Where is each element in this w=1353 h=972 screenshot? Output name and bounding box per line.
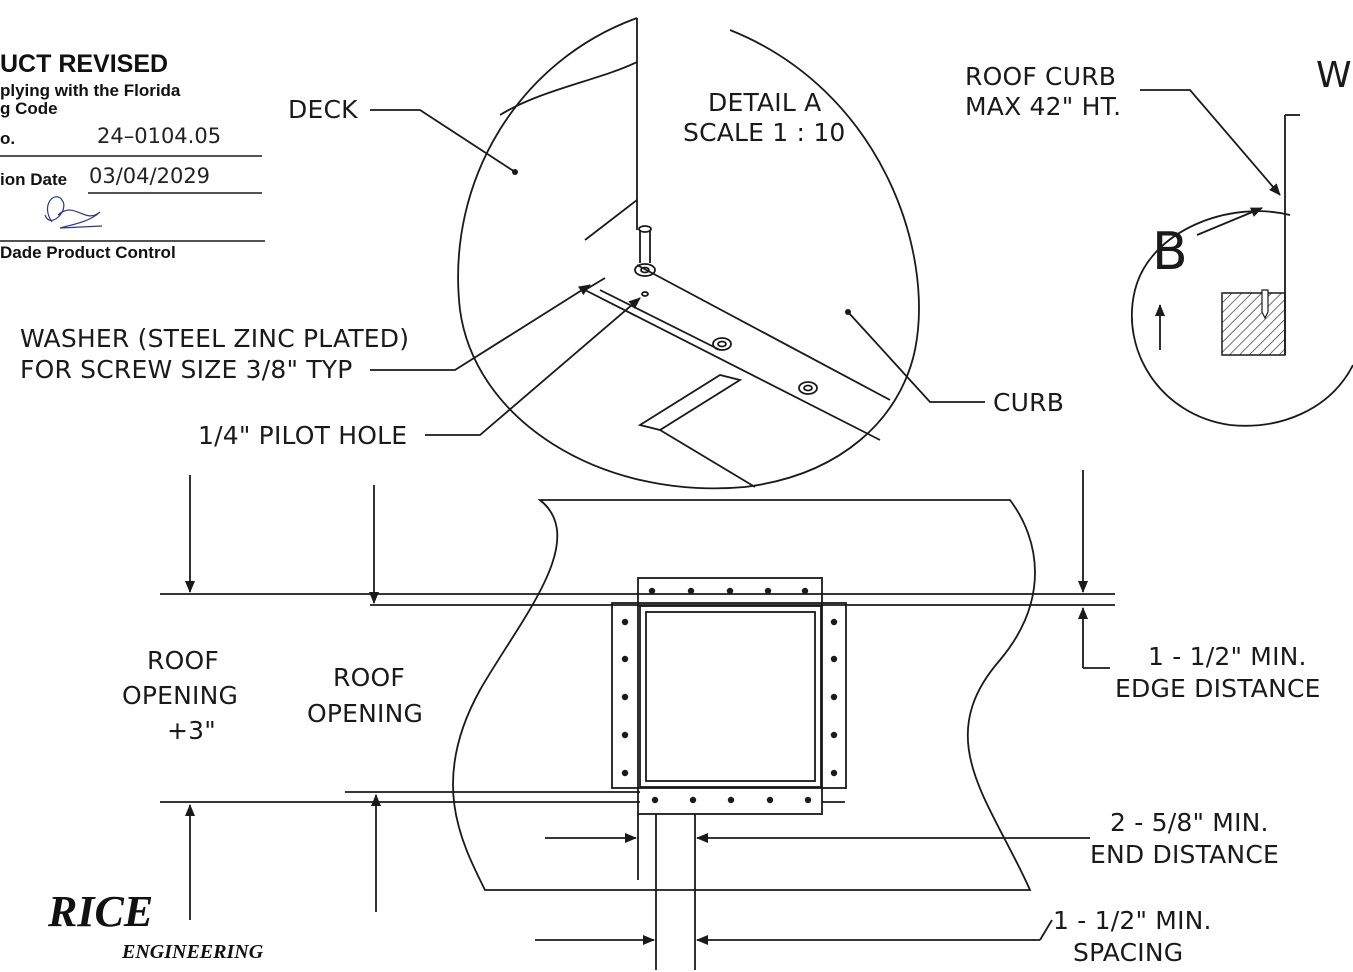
flange: [584, 199, 891, 441]
stamp-line2: g Code: [0, 99, 58, 118]
pilot-hole-label: 1/4" PILOT HOLE: [198, 421, 408, 450]
washer-label: WASHER (STEEL ZINC PLATED): [20, 324, 410, 353]
roof-opening-l1: ROOF: [333, 663, 405, 692]
end-distance-l1: 2 - 5/8" MIN.: [1110, 808, 1269, 837]
rice-logo: RICE: [48, 887, 154, 936]
stamp-exp-label: ion Date: [0, 170, 68, 189]
washer-label-2: FOR SCREW SIZE 3/8" TYP: [20, 355, 353, 384]
roof-curb-label: ROOF CURB: [965, 62, 1117, 91]
stamp-no-label: o.: [0, 129, 16, 148]
signature: [44, 196, 103, 229]
roof-opening-plus3-l1: ROOF: [147, 646, 219, 675]
end-distance-l2: END DISTANCE: [1090, 840, 1279, 869]
edge-distance-l1: 1 - 1/2" MIN.: [1148, 642, 1307, 671]
roof-curb-height: MAX 42" HT.: [965, 92, 1122, 121]
deck-plan-outline: [452, 499, 1036, 891]
stamp-line1: plying with the Florida: [0, 81, 181, 100]
detail-title: DETAIL A: [708, 88, 822, 117]
detail-scale: SCALE 1 : 10: [683, 118, 846, 147]
detail-a-circle: [457, 17, 920, 490]
stamp-no-value: 24–0104.05: [97, 124, 222, 148]
edge-distance-l2: EDGE DISTANCE: [1115, 674, 1321, 703]
section-b-label: B: [1152, 222, 1188, 282]
deck-edge: [499, 61, 638, 116]
stamp-agency: Dade Product Control: [0, 243, 176, 262]
roof-opening-plus3-l2: OPENING: [122, 681, 239, 710]
roof-opening-inner: [645, 611, 816, 782]
curb-label: CURB: [993, 388, 1065, 417]
section-b-circle: [1130, 210, 1353, 427]
roof-opening-plus3-l3: +3": [167, 716, 216, 745]
deck-label: DECK: [288, 95, 358, 124]
spacing-l2: SPACING: [1073, 938, 1184, 967]
spacing-l1: 1 - 1/2" MIN.: [1053, 906, 1212, 935]
stamp-title: UCT REVISED: [0, 50, 169, 78]
roof-opening-l2: OPENING: [307, 699, 424, 728]
w-label: W: [1316, 55, 1352, 96]
curb-frame-outer: [611, 602, 847, 789]
rice-logo-sub: ENGINEERING: [122, 941, 264, 963]
stamp-exp-value: 03/04/2029: [89, 164, 211, 188]
